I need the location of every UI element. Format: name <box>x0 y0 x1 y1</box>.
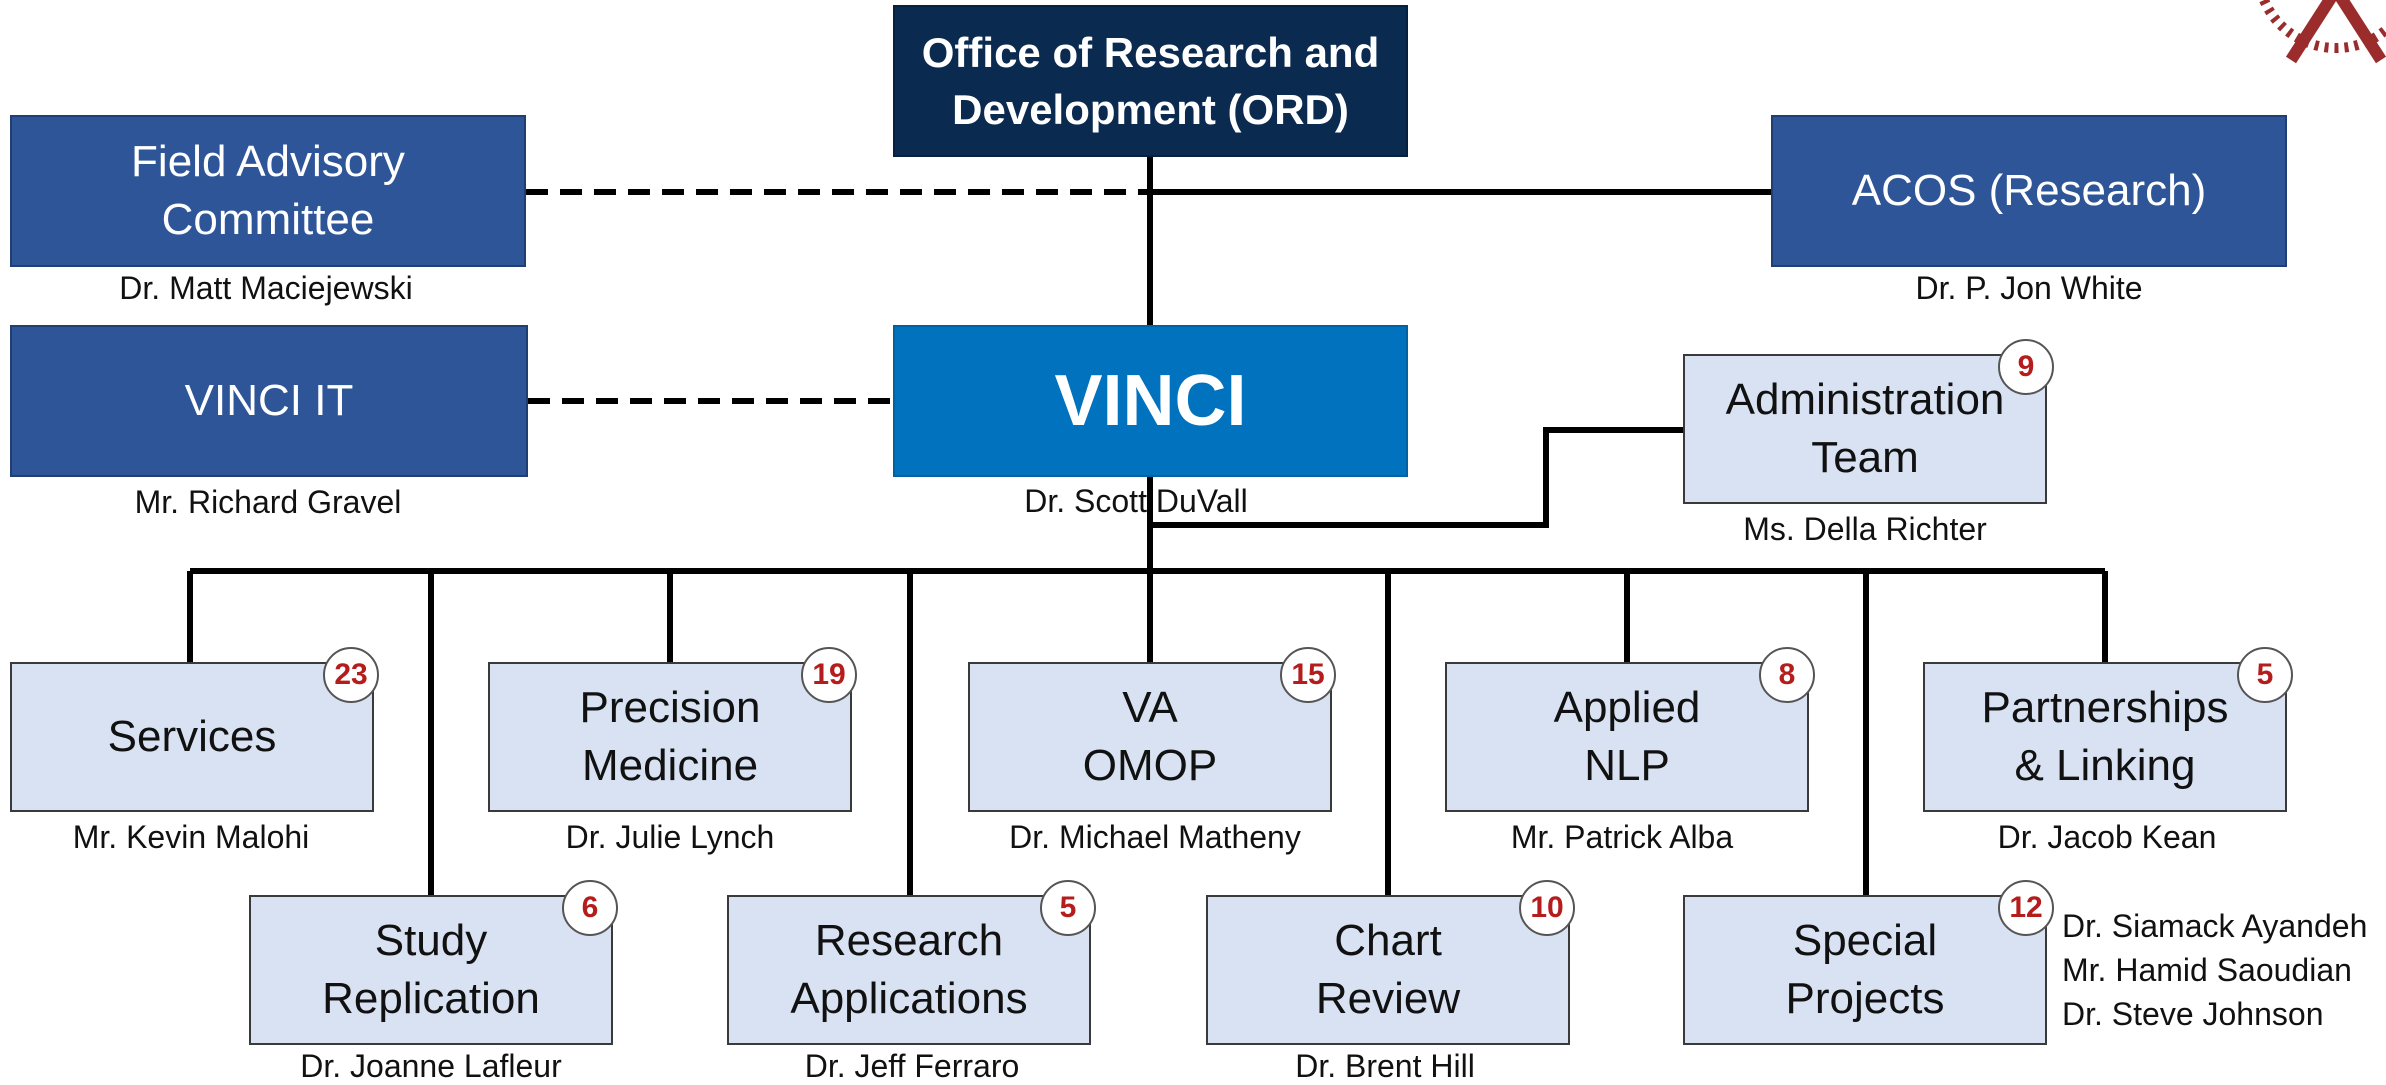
admin-label-line1: Administration <box>1725 375 2005 424</box>
precision-person: Dr. Julie Lynch <box>565 819 775 855</box>
research-apps-person: Dr. Jeff Ferraro <box>804 1048 1020 1084</box>
admin-person: Ms. Della Richter <box>1743 511 1987 547</box>
ord-label-line2: Development (ORD) <box>952 86 1349 133</box>
study-label-line1: Study <box>374 916 488 965</box>
chart-review-person: Dr. Brent Hill <box>1295 1048 1475 1084</box>
omop-label-line2: OMOP <box>1082 741 1218 790</box>
field-advisory-label-line2: Committee <box>161 195 375 244</box>
partnerships-box: Partnerships & Linking <box>1923 662 2287 812</box>
vinci-box: VINCI <box>893 325 1408 477</box>
vinci-it-label: VINCI IT <box>184 376 354 425</box>
special-person-2: Mr. Hamid Saoudian <box>2062 952 2352 988</box>
study-label-line2: Replication <box>322 974 540 1023</box>
research-applications-box: Research Applications <box>727 895 1091 1045</box>
chart-review-label-line2: Review <box>1315 974 1461 1023</box>
omop-person: Dr. Michael Matheny <box>1009 819 1301 855</box>
ord-box: Office of Research and Development (ORD) <box>893 5 1408 157</box>
omop-count-badge: 15 <box>1280 647 1336 703</box>
research-apps-label-line1: Research <box>814 916 1004 965</box>
research-apps-label-line2: Applications <box>790 974 1028 1023</box>
acos-label: ACOS (Research) <box>1851 166 2207 215</box>
nlp-person: Mr. Patrick Alba <box>1510 819 1734 855</box>
acos-person: Dr. P. Jon White <box>1915 270 2143 306</box>
services-count-badge: 23 <box>323 647 379 703</box>
precision-label-line2: Medicine <box>581 741 759 790</box>
ord-label-line1: Office of Research and <box>921 29 1380 76</box>
nlp-count-badge: 8 <box>1759 647 1815 703</box>
vinci-logo-icon <box>2258 0 2386 64</box>
study-count-badge: 6 <box>562 880 618 936</box>
precision-medicine-box: Precision Medicine <box>488 662 852 812</box>
services-person: Mr. Kevin Malohi <box>72 819 310 855</box>
field-advisory-box: Field Advisory Committee <box>10 115 526 267</box>
chart-review-label-line1: Chart <box>1334 916 1442 965</box>
nlp-label-line2: NLP <box>1584 741 1670 790</box>
precision-label-line1: Precision <box>579 683 761 732</box>
services-box: Services <box>10 662 374 812</box>
vinci-label: VINCI <box>1054 361 1247 441</box>
admin-count-badge: 9 <box>1998 339 2054 395</box>
partnerships-count-badge: 5 <box>2237 647 2293 703</box>
services-label: Services <box>107 712 277 761</box>
omop-label-line1: VA <box>1122 683 1178 732</box>
partnerships-person: Dr. Jacob Kean <box>1997 819 2217 855</box>
field-advisory-person: Dr. Matt Maciejewski <box>119 270 413 306</box>
study-replication-box: Study Replication <box>249 895 613 1045</box>
partnerships-label-line1: Partnerships <box>1981 683 2229 732</box>
chart-review-box: Chart Review <box>1206 895 1570 1045</box>
acos-box: ACOS (Research) <box>1771 115 2287 267</box>
va-omop-box: VA OMOP <box>968 662 1332 812</box>
special-label-line2: Projects <box>1785 974 1945 1023</box>
partnerships-label-line2: & Linking <box>2014 741 2196 790</box>
special-person-1: Dr. Siamack Ayandeh <box>2062 908 2368 944</box>
applied-nlp-box: Applied NLP <box>1445 662 1809 812</box>
field-advisory-label-line1: Field Advisory <box>131 137 405 186</box>
special-projects-box: Special Projects <box>1683 895 2047 1045</box>
chart-review-count-badge: 10 <box>1519 880 1575 936</box>
nlp-label-line1: Applied <box>1553 683 1701 732</box>
special-count-badge: 12 <box>1998 880 2054 936</box>
vinci-person: Dr. Scott DuVall <box>1024 483 1248 519</box>
special-person-3: Dr. Steve Johnson <box>2062 996 2324 1032</box>
vinci-it-box: VINCI IT <box>10 325 528 477</box>
research-apps-count-badge: 5 <box>1040 880 1096 936</box>
special-label-line1: Special <box>1792 916 1938 965</box>
precision-count-badge: 19 <box>801 647 857 703</box>
admin-label-line2: Team <box>1811 433 1919 482</box>
vinci-it-person: Mr. Richard Gravel <box>134 484 402 520</box>
admin-box: Administration Team <box>1683 354 2047 504</box>
study-person: Dr. Joanne Lafleur <box>300 1048 562 1084</box>
